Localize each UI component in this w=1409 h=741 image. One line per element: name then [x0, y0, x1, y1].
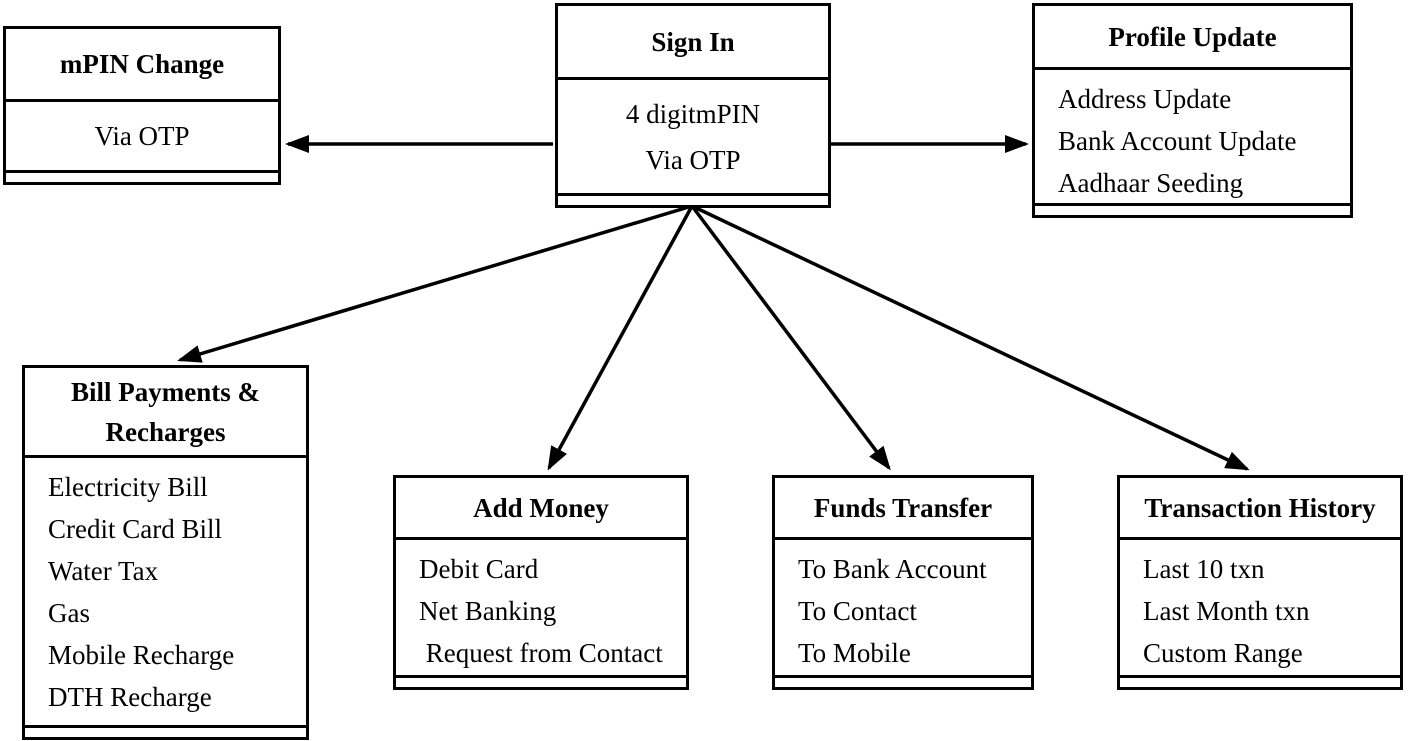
node-item-list: Debit Card Net Banking Request from Cont… — [396, 540, 686, 675]
empty-compartment — [1035, 203, 1350, 215]
empty-compartment — [558, 193, 828, 205]
node-sign-in: Sign In 4 digitmPIN Via OTP — [555, 3, 831, 208]
node-item: To Mobile — [798, 638, 911, 668]
node-title: Add Money — [396, 478, 686, 540]
node-item: Via OTP — [645, 144, 741, 175]
node-bill-payments-recharges: Bill Payments & Recharges Electricity Bi… — [22, 365, 309, 740]
node-item: Request from Contact — [419, 638, 663, 668]
node-title: Profile Update — [1035, 6, 1350, 70]
node-funds-transfer: Funds Transfer To Bank Account To Contac… — [772, 475, 1034, 690]
node-item-list: Electricity Bill Credit Card Bill Water … — [25, 458, 306, 725]
arrow-sign-in-to-funds-transfer — [690, 204, 891, 471]
empty-compartment — [25, 725, 306, 737]
arrow-sign-in-to-bill-payments — [177, 204, 693, 363]
node-profile-update: Profile Update Address Update Bank Accou… — [1032, 3, 1353, 218]
node-item: Electricity Bill — [48, 472, 208, 502]
empty-compartment — [396, 675, 686, 687]
node-title: Funds Transfer — [775, 478, 1031, 540]
node-item: Address Update — [1058, 84, 1232, 114]
arrow-sign-in-to-add-money — [547, 205, 694, 471]
node-item: Net Banking — [419, 596, 557, 626]
node-item: To Contact — [798, 596, 917, 626]
node-item: Bank Account Update — [1058, 126, 1297, 156]
arrow-sign-in-to-transaction-history — [691, 204, 1250, 471]
node-title: mPIN Change — [6, 29, 278, 102]
node-item: To Bank Account — [798, 554, 987, 584]
node-item: Gas — [48, 598, 90, 628]
node-item: Custom Range — [1143, 638, 1303, 668]
node-item-list: 4 digitmPIN Via OTP — [558, 80, 828, 193]
node-item: Last 10 txn — [1143, 554, 1265, 584]
node-mpin-change: mPIN Change Via OTP — [3, 26, 281, 185]
node-item: Aadhaar Seeding — [1058, 168, 1244, 198]
node-item: 4 digitmPIN — [625, 98, 761, 129]
empty-compartment — [6, 170, 278, 182]
node-item: Via OTP — [94, 121, 190, 151]
node-title: Transaction History — [1120, 478, 1400, 540]
node-item-list: To Bank Account To Contact To Mobile — [775, 540, 1031, 675]
node-item: Mobile Recharge — [48, 640, 235, 670]
node-item: Credit Card Bill — [48, 514, 222, 544]
node-item: DTH Recharge — [48, 682, 212, 712]
node-item-list: Via OTP — [6, 102, 278, 170]
node-title: Sign In — [558, 6, 828, 80]
node-transaction-history: Transaction History Last 10 txn Last Mon… — [1117, 475, 1403, 690]
node-item: Debit Card — [419, 554, 539, 584]
node-add-money: Add Money Debit Card Net Banking Request… — [393, 475, 689, 690]
empty-compartment — [1120, 675, 1400, 687]
node-title: Bill Payments & Recharges — [25, 368, 306, 458]
empty-compartment — [775, 675, 1031, 687]
node-item: Last Month txn — [1143, 596, 1310, 626]
node-item: Water Tax — [48, 556, 159, 586]
node-item-list: Last 10 txn Last Month txn Custom Range — [1120, 540, 1400, 675]
node-item-list: Address Update Bank Account Update Aadha… — [1035, 70, 1350, 203]
